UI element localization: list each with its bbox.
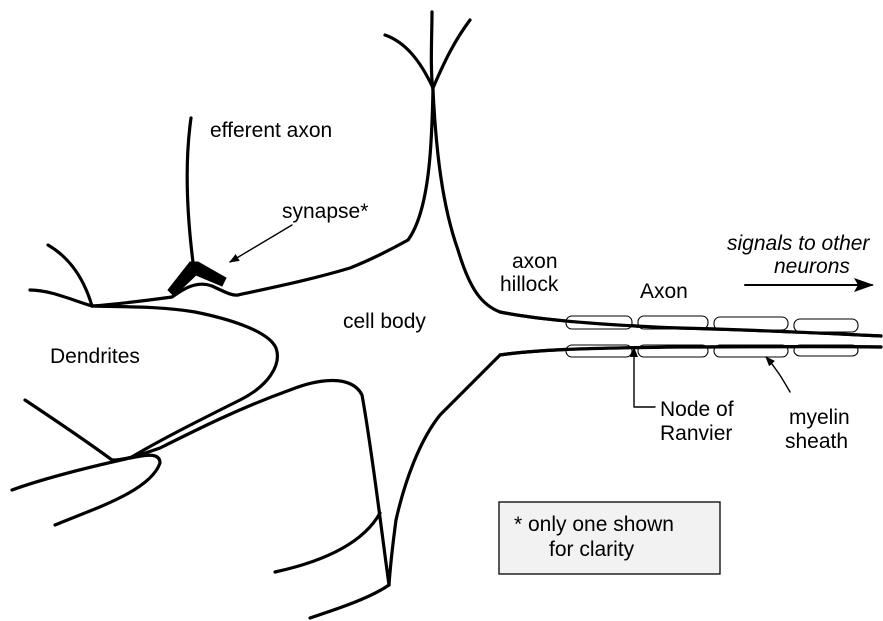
myelin-sheath-label: myelin (789, 406, 850, 429)
axon-label: Axon (640, 280, 688, 303)
footnote-box: * only one shown for clarity (499, 502, 720, 574)
dendrites-label: Dendrites (50, 345, 140, 368)
myelin-sheath-label: sheath (785, 430, 848, 453)
axon-hillock-label: axon (512, 250, 558, 273)
node-of-ranvier-label: Ranvier (660, 422, 732, 445)
synapse-pointer (230, 225, 292, 262)
myelin-sheath (500, 312, 881, 357)
synapse-label: synapse* (282, 200, 368, 223)
synapse-terminal (168, 262, 226, 296)
dendrites (12, 245, 389, 618)
signals-label: signals to other (727, 232, 870, 255)
footnote-text: * only one shown (514, 513, 674, 536)
upper-branch-fork (385, 12, 470, 90)
signals-label: neurons (774, 255, 850, 278)
cell-outline (92, 88, 881, 585)
myelin-sheath-pointer (766, 357, 790, 392)
node-of-ranvier-label: Node of (660, 398, 734, 421)
footnote-text: for clarity (549, 538, 635, 561)
efferent-axon-label: efferent axon (210, 119, 332, 142)
myelin-segment (794, 319, 858, 332)
efferent-axon (187, 118, 194, 270)
axon-hillock-label: hillock (500, 273, 559, 296)
cell-body-label: cell body (343, 310, 426, 333)
